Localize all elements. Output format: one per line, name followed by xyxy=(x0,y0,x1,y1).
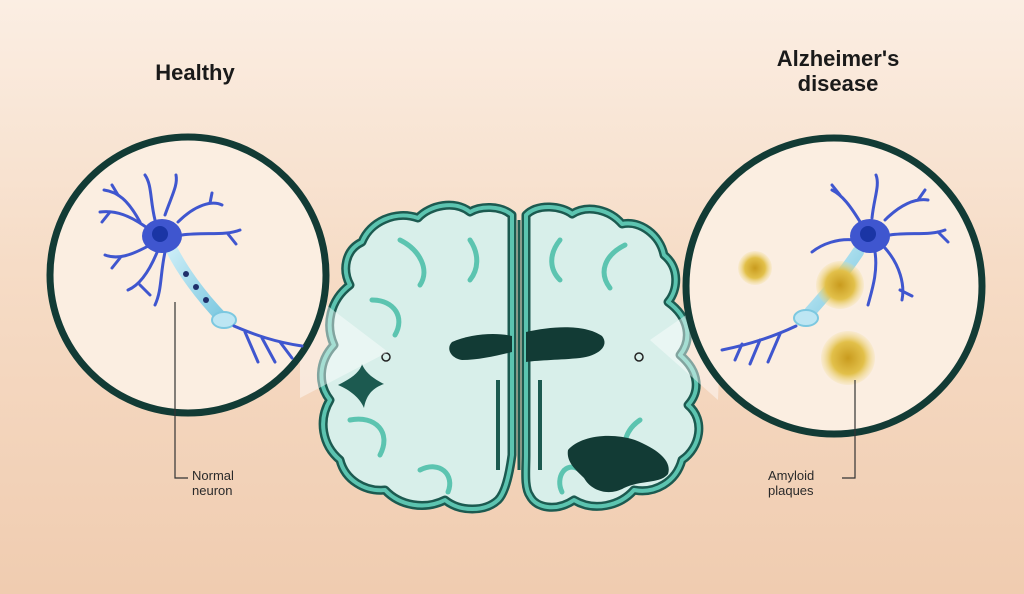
alzheimers-title-line1: Alzheimer's xyxy=(776,46,900,71)
left-sylvian-fissure xyxy=(338,364,384,408)
amyloid-plaques-label-line1: Amyloid xyxy=(768,468,815,483)
amyloid-plaques-label-line2: plaques xyxy=(768,483,814,498)
amyloid-plaques-label: Amyloid plaques xyxy=(768,468,858,498)
amyloid-plaque xyxy=(816,261,864,309)
right-ventricle xyxy=(526,327,605,362)
normal-neuron-callout-line xyxy=(174,302,188,479)
amyloid-callout-line xyxy=(842,380,856,479)
healthy-title-text: Healthy xyxy=(155,60,235,85)
amyloid-plaque-group xyxy=(738,251,875,385)
normal-neuron-label-line1: Normal xyxy=(192,468,234,483)
left-marker-dot xyxy=(381,352,391,362)
left-ventricle xyxy=(449,334,512,360)
right-temporal-horn xyxy=(567,435,669,493)
normal-neuron-label-line2: neuron xyxy=(192,483,233,498)
normal-neuron-label: Normal neuron xyxy=(192,468,282,498)
alzheimers-title: Alzheimer's disease xyxy=(738,46,938,96)
alzheimers-title-line2: disease xyxy=(797,71,879,96)
neuron-nucleus xyxy=(152,226,168,242)
alzheimers-magnifier xyxy=(650,134,986,438)
brain-cross-section xyxy=(316,200,704,514)
amyloid-plaque xyxy=(821,331,875,385)
healthy-magnifier xyxy=(46,133,388,417)
normal-neuron xyxy=(98,173,304,364)
healthy-title: Healthy xyxy=(110,60,280,85)
right-marker-dot xyxy=(634,352,644,362)
amyloid-plaque xyxy=(738,251,772,285)
